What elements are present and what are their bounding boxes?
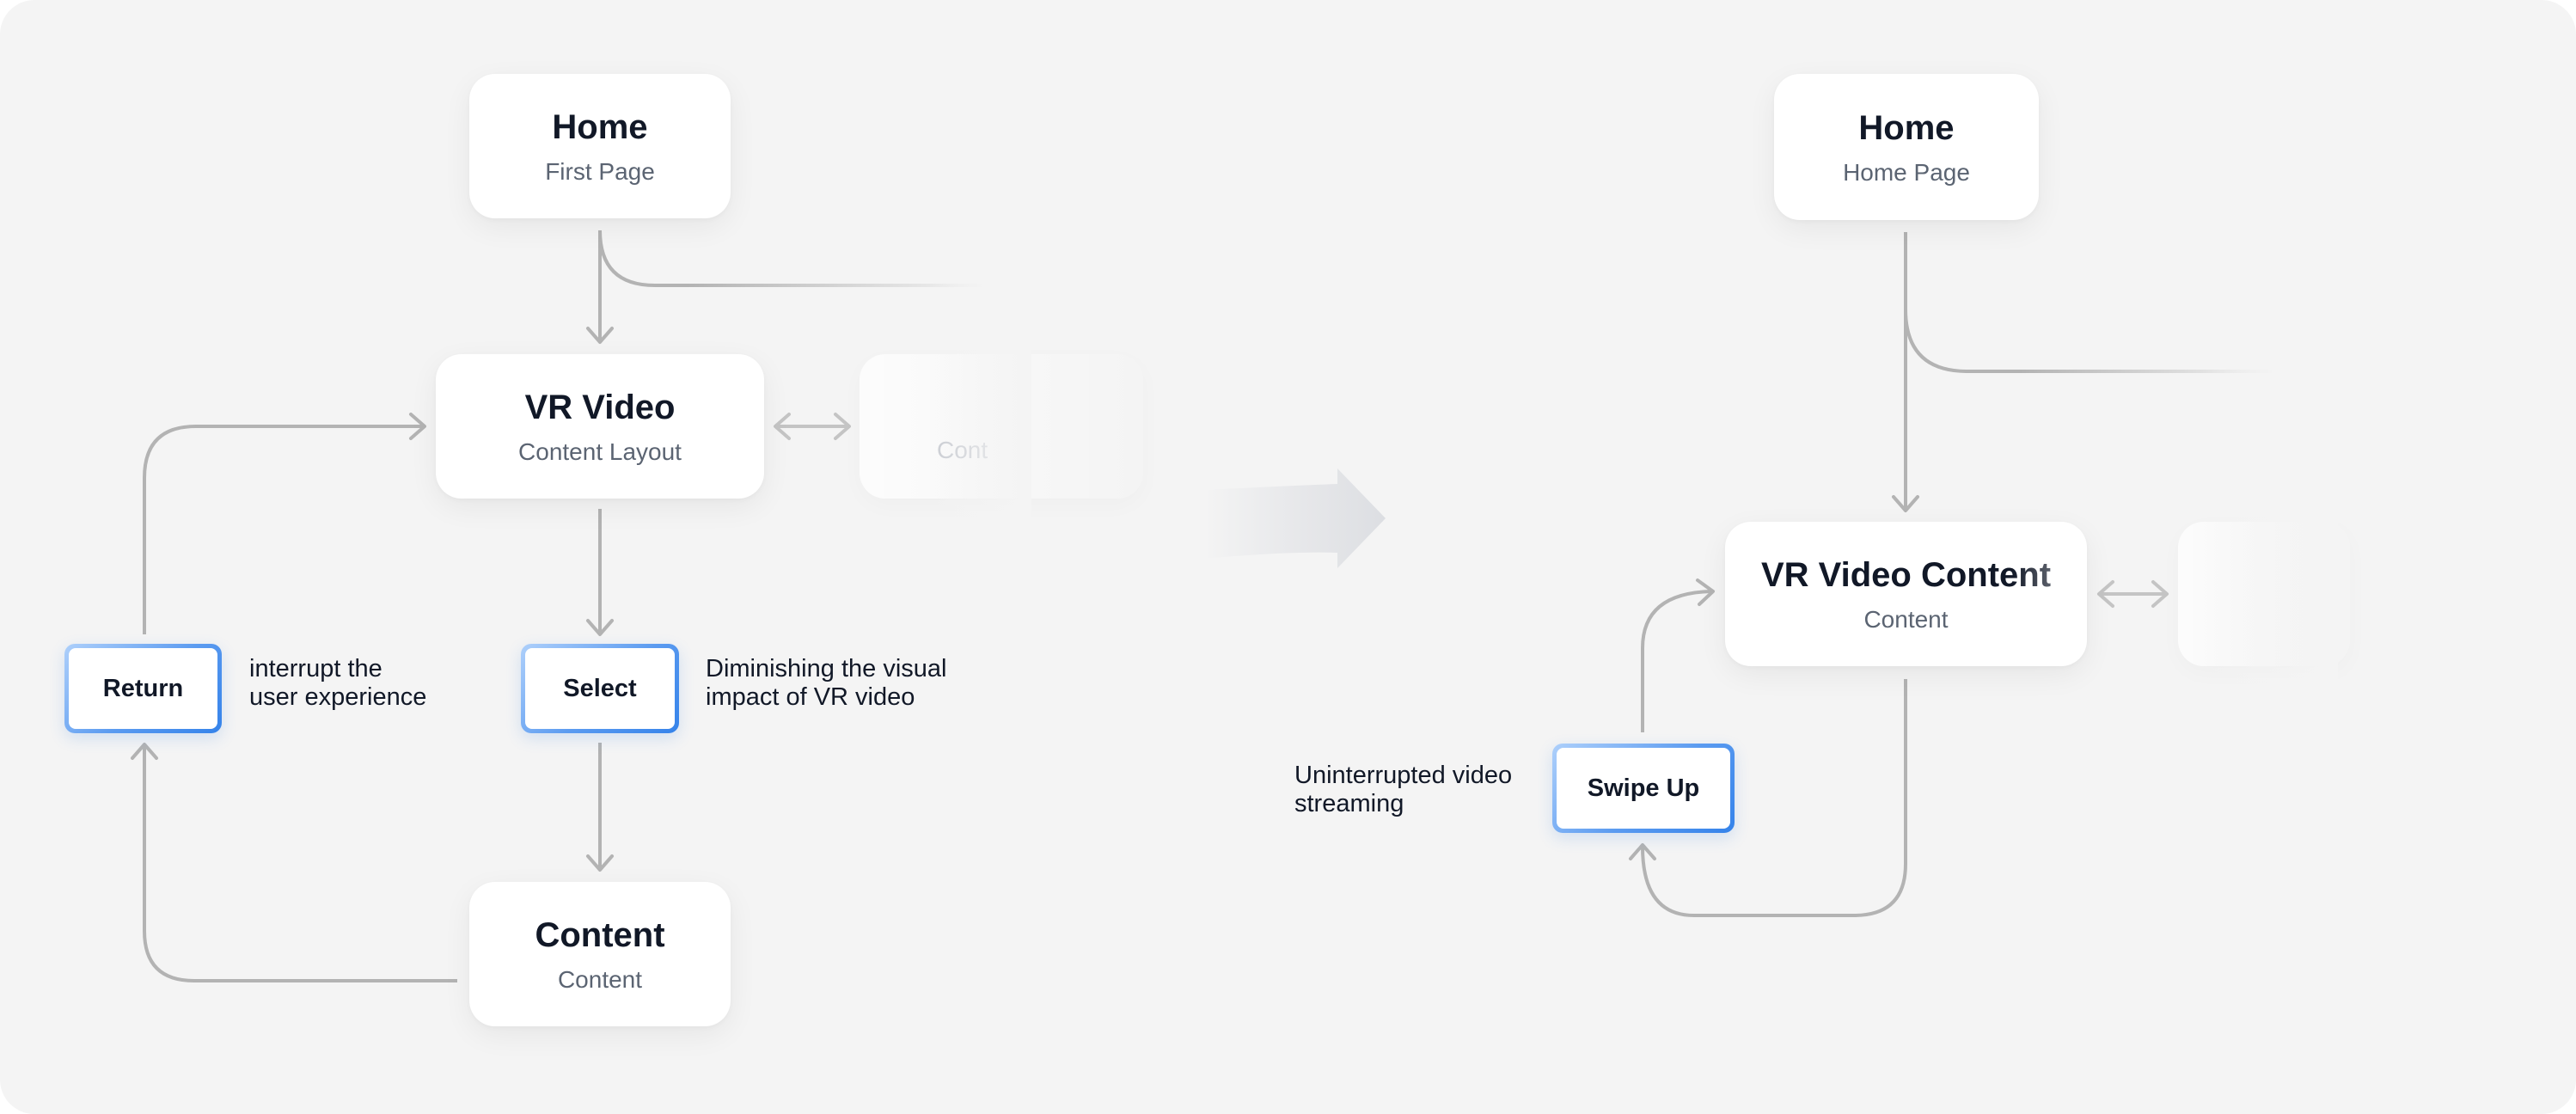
right-home-card[interactable]: Home Home Page bbox=[1774, 74, 2039, 220]
right-home-subtitle: Home Page bbox=[1843, 159, 1970, 186]
right-neighbor-card-faded bbox=[2178, 522, 2350, 666]
edge-content-to-return bbox=[143, 746, 457, 982]
swipe-up-note-line-2: streaming bbox=[1294, 790, 1404, 817]
content-subtitle: Content bbox=[557, 966, 643, 993]
arrowhead-vr-video-left bbox=[774, 413, 791, 440]
arrowhead-neighbor-right bbox=[834, 413, 851, 440]
swipe-up-button-label: Swipe Up bbox=[1557, 748, 1730, 829]
select-button-label: Select bbox=[525, 648, 675, 729]
return-note-line-1: interrupt the bbox=[249, 655, 382, 682]
neighbor-card-subtitle: Cont bbox=[937, 437, 988, 463]
vr-video-content-subtitle: Content bbox=[1863, 606, 1949, 633]
swipe-up-button[interactable]: Swipe Up bbox=[1552, 744, 1735, 833]
arrowhead-vr-video-content-in bbox=[1696, 578, 1715, 606]
arrowhead-return bbox=[131, 743, 158, 760]
content-card[interactable]: Content Content bbox=[469, 882, 731, 1026]
edge-swipe-up-to-vr-video-content bbox=[1641, 590, 1712, 732]
swipe-up-note-line-1: Uninterrupted video bbox=[1294, 762, 1513, 789]
swipe-up-note: Uninterrupted video streaming bbox=[1294, 762, 1512, 818]
content-title: Content bbox=[535, 916, 665, 954]
return-button-label: Return bbox=[69, 648, 217, 729]
neighbor-card-faded: Cont bbox=[860, 354, 1143, 499]
edge-home-branch-fading bbox=[598, 230, 988, 287]
arrowhead-vr-video-content bbox=[1892, 495, 1919, 512]
select-note-line-1: Diminishing the visual bbox=[706, 655, 947, 682]
transition-arrow bbox=[1203, 468, 1386, 568]
arrowhead-vr-video-content-left bbox=[2097, 580, 2114, 608]
edge-home-right-branch-fading bbox=[1904, 309, 2278, 373]
vr-video-content-title: VR Video Content bbox=[1760, 556, 2052, 594]
return-note-line-2: user experience bbox=[249, 683, 427, 711]
vr-video-title: VR Video bbox=[524, 389, 676, 426]
home-subtitle: First Page bbox=[545, 158, 655, 185]
vr-video-content-card[interactable]: VR Video Content Content bbox=[1725, 522, 2087, 666]
return-button[interactable]: Return bbox=[64, 644, 222, 733]
select-button[interactable]: Select bbox=[521, 644, 679, 733]
arrowhead-vr-video bbox=[409, 413, 426, 440]
arrowhead-select bbox=[586, 619, 614, 636]
home-card[interactable]: Home First Page bbox=[469, 74, 731, 218]
vr-video-subtitle: Content Layout bbox=[518, 438, 682, 465]
vr-video-card[interactable]: VR Video Content Layout bbox=[436, 354, 764, 499]
right-home-title: Home bbox=[1858, 109, 1955, 147]
arrowhead-content bbox=[586, 854, 614, 872]
select-note-line-2: impact of VR video bbox=[706, 683, 915, 711]
arrowhead-home-to-vr-video bbox=[586, 327, 614, 344]
return-note: interrupt the user experience bbox=[249, 655, 426, 712]
select-note: Diminishing the visual impact of VR vide… bbox=[706, 655, 946, 712]
arrowhead-swipe-up bbox=[1629, 843, 1656, 860]
arrowhead-right-neighbor bbox=[2151, 580, 2169, 608]
edge-return-to-vr-video bbox=[143, 425, 425, 634]
home-title: Home bbox=[552, 108, 648, 146]
edge-vr-video-content-to-swipe-up bbox=[1641, 679, 1907, 917]
